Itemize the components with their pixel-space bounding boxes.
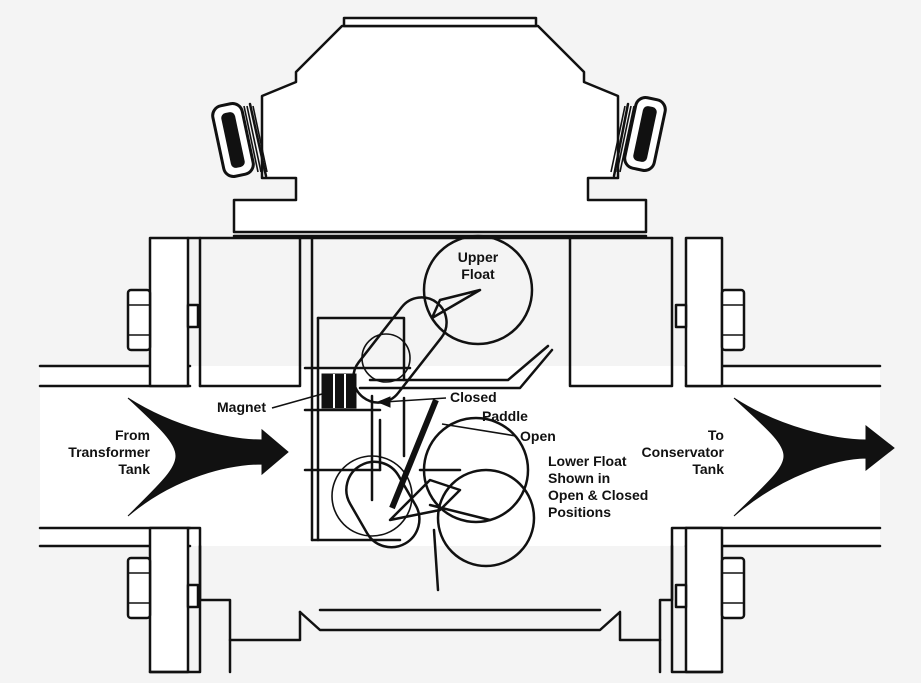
upper-float-label-1: Upper	[458, 249, 499, 265]
left-terminal-icon	[211, 102, 268, 178]
from-label-2: Transformer	[68, 444, 150, 460]
to-label-3: Tank	[692, 461, 724, 477]
outflow-arrow-icon	[733, 397, 895, 517]
left-flange	[126, 236, 200, 674]
upper-float-label-2: Float	[461, 266, 495, 282]
magnet-icon	[321, 373, 357, 409]
relay-cover	[211, 16, 667, 238]
from-label-1: From	[115, 427, 150, 443]
magnet-label: Magnet	[217, 399, 266, 415]
from-label-3: Tank	[118, 461, 150, 477]
lower-float-capsule	[345, 460, 421, 549]
closed-label: Closed	[450, 389, 497, 405]
right-flange	[674, 236, 746, 674]
relay-housing	[148, 236, 724, 674]
magnet-leader	[271, 393, 323, 409]
closed-arrowhead-icon	[376, 396, 391, 408]
lower-float-label-4: Positions	[548, 504, 611, 520]
lower-float-label-3: Open & Closed	[548, 487, 648, 503]
paddle-label: Paddle	[482, 408, 528, 424]
inflow-arrow-icon	[127, 397, 289, 517]
closed-leader	[383, 397, 447, 403]
lower-float-label-2: Shown in	[548, 470, 610, 486]
lower-float-label-1: Lower Float	[548, 453, 627, 469]
open-leader	[441, 423, 517, 437]
to-label-1: To	[708, 427, 724, 443]
switch-mechanism	[303, 234, 554, 592]
right-terminal-icon	[610, 96, 667, 178]
open-label: Open	[520, 428, 556, 444]
to-label-2: Conservator	[642, 444, 725, 460]
